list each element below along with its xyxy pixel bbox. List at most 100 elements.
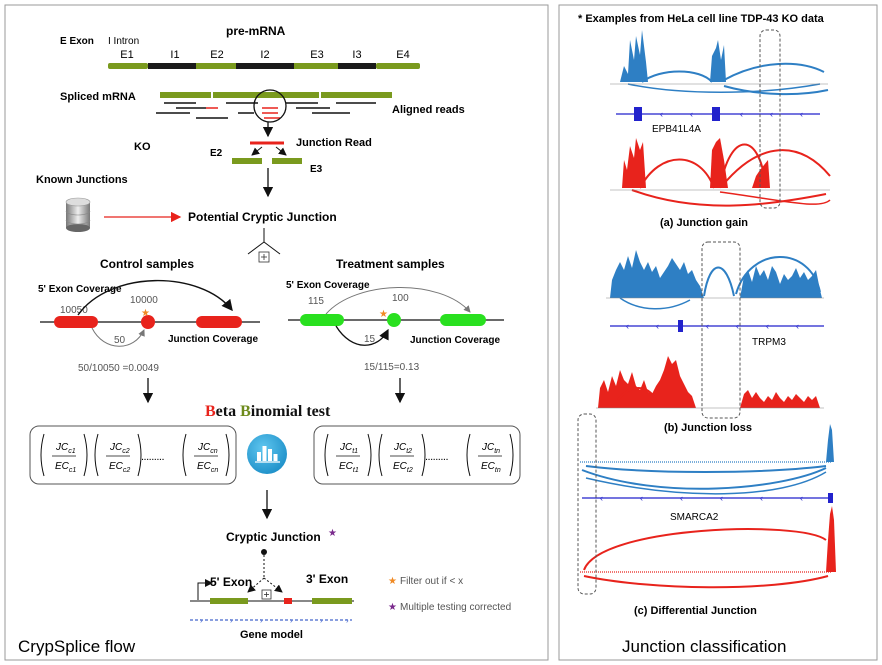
trt-jc-value: 15 xyxy=(364,334,376,345)
ctrl-jc-cov: Junction Coverage xyxy=(168,334,258,345)
highlight-box-a xyxy=(759,29,781,209)
premrna-title: pre-mRNA xyxy=(226,24,286,38)
gene-model-cryptic xyxy=(284,598,292,604)
e2-label: E2 xyxy=(210,148,223,159)
track-b-coverage-2 xyxy=(740,266,822,298)
ko-exon-e2 xyxy=(232,158,262,164)
gene1-label: EPB41L4A xyxy=(652,124,701,135)
trt-exon-right xyxy=(440,314,486,326)
plus-box-icon xyxy=(261,589,272,600)
premrna-bar xyxy=(108,63,420,69)
fraction-numerator: JCt2 xyxy=(393,442,412,455)
track-b-coverage-1 xyxy=(610,250,704,298)
database-icon xyxy=(65,197,91,232)
caption-c: (c) Differential Junction xyxy=(634,605,757,617)
track-a-coverage-2 xyxy=(710,40,726,82)
trt-fraction-box xyxy=(313,425,521,485)
gene-model-exon3 xyxy=(312,598,352,604)
seg-label-i1: I1 xyxy=(170,49,179,61)
panel-b: ‹‹‹‹‹‹ TRPM3 (b) Junction loss xyxy=(596,241,824,434)
ctrl-exon-value: 10050 xyxy=(60,305,88,316)
left-panel-title: CrypSplice flow xyxy=(18,637,136,656)
svg-text:‹: ‹ xyxy=(680,493,683,503)
fraction-numerator: JCc2 xyxy=(109,442,130,455)
seg-label-e2: E2 xyxy=(210,49,223,61)
gene-model-exon5 xyxy=(210,598,248,604)
gene-model-label: Gene model xyxy=(240,629,303,641)
right-panel-title: Junction classification xyxy=(622,637,786,656)
filter-note: Filter out if < x xyxy=(400,576,463,587)
aligned-reads-label: Aligned reads xyxy=(392,104,465,116)
exon3-label: 3' Exon xyxy=(306,572,348,586)
ctrl-main-arc xyxy=(77,279,233,316)
seg-label-i2: I2 xyxy=(260,49,269,61)
svg-text:‹: ‹ xyxy=(800,493,803,503)
svg-text:‹: ‹ xyxy=(626,321,629,331)
control-title: Control samples xyxy=(100,257,194,271)
treatment-title: Treatment samples xyxy=(336,257,445,271)
ctrl-fraction-box xyxy=(29,425,237,485)
junction-read-label: Junction Read xyxy=(296,137,372,149)
fraction-denominator: ECt2 xyxy=(393,461,413,474)
caption-a: (a) Junction gain xyxy=(660,217,748,229)
fraction-denominator: ECc2 xyxy=(109,461,130,474)
ko-exon-e3 xyxy=(272,158,302,164)
ctrl-arc-value: 10000 xyxy=(130,295,158,306)
svg-text:‹: ‹ xyxy=(766,321,769,331)
legend-intron: I Intron xyxy=(108,36,139,47)
trt-arc-value: 100 xyxy=(392,293,409,304)
gene3-label: SMARCA2 xyxy=(670,512,719,523)
svg-text:‹: ‹ xyxy=(660,109,663,119)
svg-text:‹: ‹ xyxy=(740,109,743,119)
ctrl-ratio: 50/10050 =0.0049 xyxy=(78,363,159,374)
seg-label-i3: I3 xyxy=(352,49,361,61)
fraction-numerator: JCtn xyxy=(481,442,500,455)
svg-text:›: › xyxy=(230,616,233,625)
svg-text:‹: ‹ xyxy=(690,109,693,119)
fraction-denominator: ECt1 xyxy=(339,461,359,474)
plus-box-icon xyxy=(258,251,270,263)
trt-cryptic-exon xyxy=(387,313,401,327)
seg-label-e3: E3 xyxy=(310,49,323,61)
svg-text:‹: ‹ xyxy=(720,493,723,503)
ctrl-exon5-cov: 5' Exon Coverage xyxy=(38,284,122,295)
trt-exon5-cov: 5' Exon Coverage xyxy=(286,280,370,291)
track-a-coverage-1 xyxy=(620,30,648,82)
fraction-denominator: ECtn xyxy=(481,461,501,474)
svg-text:‹: ‹ xyxy=(640,493,643,503)
ctrl-exon-right xyxy=(196,316,242,328)
ctrl-cryptic-exon xyxy=(141,315,155,329)
trt-ratio: 15/115=0.13 xyxy=(364,362,420,373)
exon5-label: 5' Exon xyxy=(210,575,252,589)
right-header: * Examples from HeLa cell line TDP-43 KO… xyxy=(578,13,825,25)
fraction-numerator: JCt1 xyxy=(339,442,358,455)
filter-star-icon: ★ xyxy=(388,576,397,587)
svg-text:›: › xyxy=(260,616,263,625)
e3-label: E3 xyxy=(310,164,323,175)
trt-exon-value: 115 xyxy=(308,296,324,307)
seg-label-e1: E1 xyxy=(120,49,133,61)
spliced-mrna-label: Spliced mRNA xyxy=(60,91,136,103)
left-panel-frame xyxy=(4,4,549,661)
ctrl-ellipsis: ......... xyxy=(141,451,164,463)
caption-b: (b) Junction loss xyxy=(664,422,752,434)
potential-cryptic-label: Potential Cryptic Junction xyxy=(188,210,337,224)
mt-note-star-icon: ★ xyxy=(388,602,397,613)
ctrl-junction-arc xyxy=(91,327,145,347)
ctrl-jc-value: 50 xyxy=(114,335,126,346)
highlight-box-c xyxy=(577,413,597,595)
read-zoom-circle xyxy=(253,89,287,123)
trt-jc-cov: Junction Coverage xyxy=(410,335,500,346)
gene2-label: TRPM3 xyxy=(752,337,786,348)
track-c-coverage-2 xyxy=(826,506,836,572)
ko-label: KO xyxy=(134,141,151,153)
beta-binomial-title: Beta Binomial test xyxy=(205,403,331,420)
svg-text:‹: ‹ xyxy=(600,493,603,503)
